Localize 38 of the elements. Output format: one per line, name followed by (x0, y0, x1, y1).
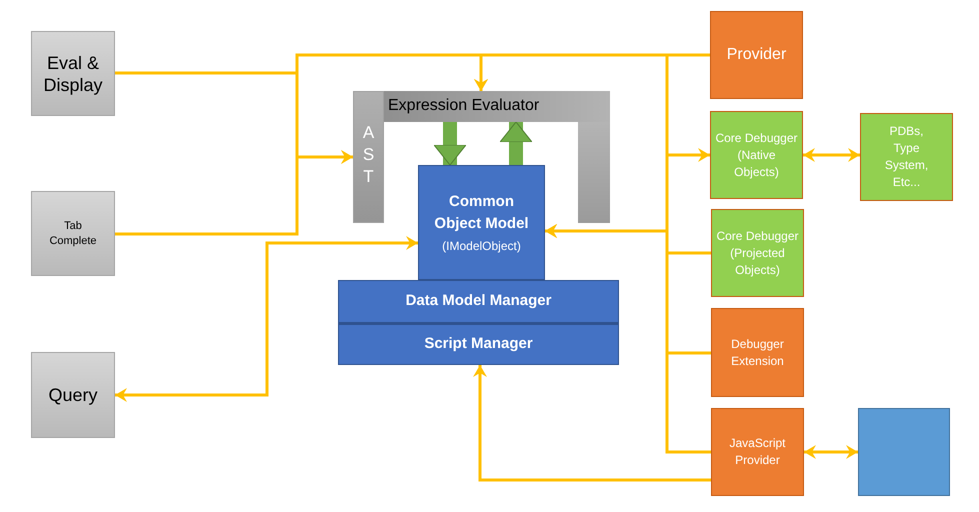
node-label: Expression Evaluator (388, 96, 540, 116)
process-box (31, 191, 115, 276)
connector-arrow (473, 365, 711, 482)
node-label: Debugger Extension (730, 336, 785, 370)
node-label: Core Debugger (Native Objects) (714, 130, 799, 180)
evaluator-bar (384, 91, 610, 122)
component-box (711, 209, 804, 297)
component-box (710, 111, 803, 199)
node-label: Tab Complete (48, 218, 98, 248)
manager-layer (338, 280, 619, 323)
node-label: Core Debugger (Projected Objects) (715, 228, 800, 278)
node-label: Eval & Display (42, 52, 104, 96)
connector-arrow (115, 236, 418, 402)
block-arrow (500, 122, 532, 165)
node-label: AST (362, 122, 376, 188)
evaluator-arch-column (578, 122, 610, 223)
node-label: Script Manager (424, 334, 533, 354)
provider-box (710, 11, 803, 99)
process-box (31, 31, 115, 116)
provider-box (711, 408, 804, 496)
node-label: Query (48, 384, 98, 407)
node-label: PDBs, Type System, Etc... (884, 123, 930, 191)
process-box (31, 352, 115, 438)
node-label: (IModelObject) (442, 238, 521, 254)
block-arrow (434, 122, 466, 166)
node-label: Common Object Model (433, 192, 530, 234)
component-box (711, 308, 804, 397)
connector-arrow (545, 224, 711, 454)
component-box (860, 113, 953, 201)
connector-arrow (803, 148, 860, 162)
manager-layer (338, 323, 619, 365)
core-box (418, 165, 545, 280)
ast-column (353, 91, 384, 223)
node-label: Provider (726, 45, 786, 65)
engine-box (858, 408, 950, 496)
node-label: JavaScript Provider (728, 435, 787, 469)
node-label: Data Model Manager (406, 291, 552, 312)
connector-arrow (804, 445, 858, 459)
